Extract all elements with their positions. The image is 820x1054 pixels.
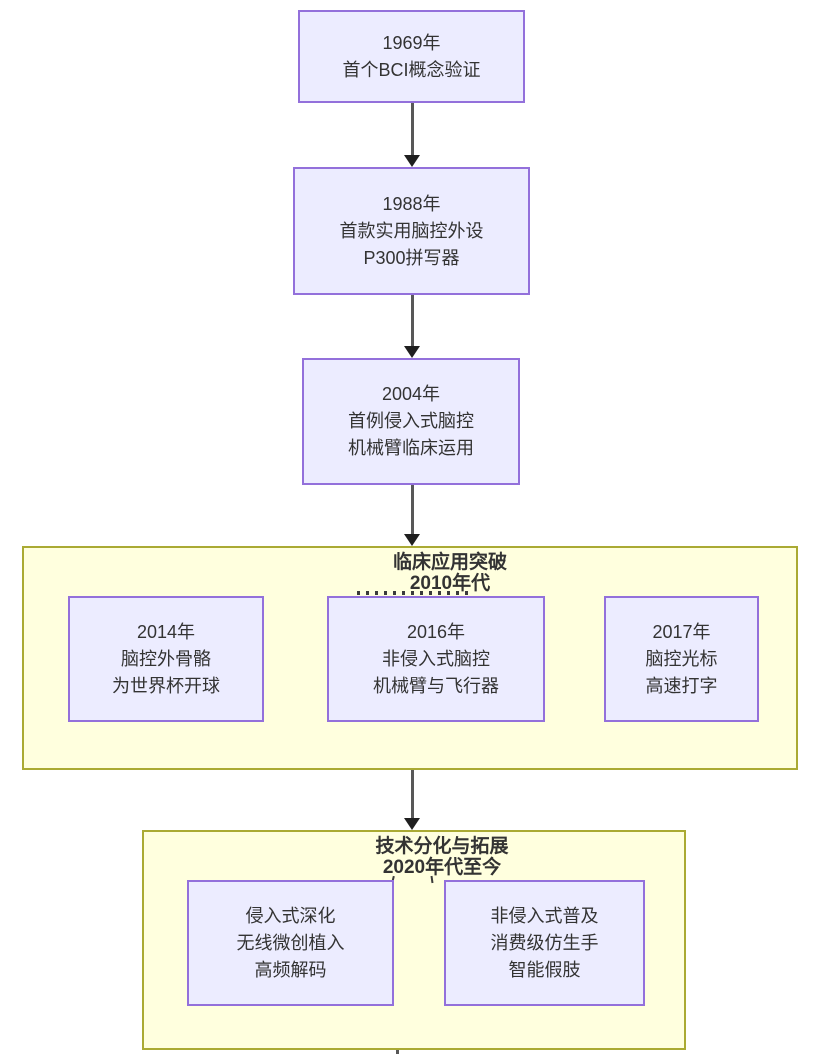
cluster-2010s-title: 临床应用突破 2010年代 [24,552,820,594]
node-2004-line2: 首例侵入式脑控 [348,411,474,431]
arrow-cluster-2010s-to-2020s [404,770,420,830]
arrow-1988-to-2004 [404,295,420,358]
node-1988-line1: 1988年 [382,193,441,214]
node-2017-line2: 脑控光标 [645,648,718,669]
arrow-shaft [411,103,414,156]
arrow-2004-to-cluster-2010s [404,485,420,546]
node-1988-line3: P300拼写器 [363,247,460,268]
node-invasive-line2: 无线微创植入 [236,932,345,953]
node-1988: 1988年 首款实用脑控外设 P300拼写器 [293,167,530,295]
node-2004-line3: 机械臂临床运用 [348,438,474,458]
node-2017-line3: 高速打字 [645,675,718,696]
arrow-shaft [411,770,414,819]
node-1969-line1: 1969年 [382,32,441,53]
node-2014: 2014年 脑控外骨骼 为世界杯开球 [68,596,264,722]
arrowhead-down-icon [404,155,420,167]
clipped-text-fragment [357,591,472,595]
node-1969: 1969年 首个BCI概念验证 [298,10,525,103]
cluster-2020s-title: 技术分化与拓展 2020年代至今 [144,836,712,878]
node-noninvasive-line2: 消费级仿生手 [490,932,599,953]
cluster-2010s-title-line2: 2010年代 [409,573,491,594]
arrow-shaft [411,485,414,535]
node-2017-line1: 2017年 [652,621,711,642]
clipped-arrow-stub [396,1050,399,1054]
node-2017: 2017年 脑控光标 高速打字 [604,596,759,722]
node-2016-line2: 非侵入式脑控 [382,648,490,669]
node-1988-line2: 首款实用脑控外设 [339,220,484,241]
node-1969-line2: 首个BCI概念验证 [342,59,481,80]
cluster-2020s-title-line2: 2020年代至今 [382,857,502,878]
arrowhead-down-icon [404,818,420,830]
arrowhead-down-icon [404,534,420,546]
node-invasive-line3: 高频解码 [254,959,327,980]
node-invasive-deepening: 侵入式深化 无线微创植入 高频解码 [187,880,394,1006]
arrow-shaft [411,295,414,347]
arrow-1969-to-1988 [404,103,420,167]
node-noninvasive-line3: 智能假肢 [508,959,581,980]
node-2004: 2004年 首例侵入式脑控 机械臂临床运用 [302,358,520,485]
cluster-2020s-title-line1: 技术分化与拓展 [375,836,509,857]
cluster-2010s-title-line1: 临床应用突破 [392,552,507,573]
node-2016: 2016年 非侵入式脑控 机械臂与飞行器 [327,596,545,722]
node-noninvasive-line1: 非侵入式普及 [490,905,599,926]
node-2014-line3: 为世界杯开球 [112,675,220,696]
cluster-2020s: 技术分化与拓展 2020年代至今 侵入式深化 无线微创植入 高频解码 非侵入式普… [142,830,686,1050]
node-2014-line1: 2014年 [136,621,196,642]
arrowhead-down-icon [404,346,420,358]
node-noninvasive-popularization: 非侵入式普及 消费级仿生手 智能假肢 [444,880,645,1006]
cluster-2010s: 临床应用突破 2010年代 2014年 脑控外骨骼 为世界杯开球 2016年 非… [22,546,798,770]
node-2016-line1: 2016年 [406,621,466,642]
node-2016-line3: 机械臂与飞行器 [373,675,499,696]
node-2004-line1: 2004年 [381,384,441,404]
node-invasive-line1: 侵入式深化 [245,905,336,926]
node-2014-line2: 脑控外骨骼 [121,648,211,669]
